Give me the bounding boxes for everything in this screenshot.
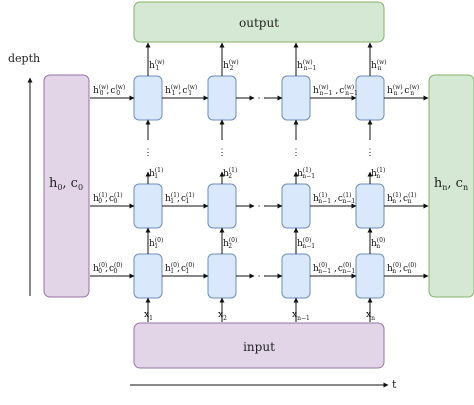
state-label: h(0)n−1,c(0)n−1 [313,262,355,275]
lstm-cell [281,183,311,229]
hidden-label: h(1)n [371,167,385,180]
lstm-cell [207,183,237,229]
depth-ellipsis: ⋮ [366,148,375,158]
depth-axis-label: depth [8,52,40,65]
time-ellipsis: · · · [252,272,266,282]
hidden-label: h(0)1 [149,237,163,250]
hidden-label: h(1)2 [223,167,237,180]
lstm-cell [133,253,163,299]
time-axis-label: t [392,378,397,391]
depth-axis: depth [8,52,40,296]
final-state-label: hn, cn [434,176,468,192]
lstm-cell [355,253,385,299]
depth-ellipsis: ⋮ [144,148,153,158]
input-label: input [243,340,275,354]
state-label: h(1)1,c(1)1 [165,192,195,205]
state-label: h(0)n,c(0)n [387,262,417,275]
state-label: h(w)n,c(w)n [387,84,419,97]
init-state-label: h(1)0,c(1)0 [93,192,123,205]
lstm-cell [355,183,385,229]
hidden-label: h(1)1 [149,167,163,180]
state-label: h(1)n−1,c(1)n−1 [313,192,355,205]
lstm-cell [207,253,237,299]
output-label: output [239,16,279,30]
time-ellipsis: · · · [252,94,266,104]
lstm-cell [355,75,385,121]
lstm-cell [133,183,163,229]
input-block: input [133,322,385,369]
time-ellipsis: · · · [252,202,266,212]
hidden-label: h(0)n−1 [297,237,315,250]
input-token-label: x1 [144,310,153,322]
state-label: h(1)n,c(1)n [387,192,417,205]
initial-state-label: h0, c0 [49,176,83,192]
state-label: h(0)1,c(0)1 [165,262,195,275]
state-label: h(w)n−1,c(w)n−1 [313,84,358,97]
init-state-label: h(w)0,c(w)0 [93,84,125,97]
init-state-label: h(0)0,c(0)0 [93,262,123,275]
time-axis: t [130,378,397,391]
lstm-cell [281,75,311,121]
lstm-cell [281,253,311,299]
hidden-label: h(w)1 [149,59,165,72]
lstm-cell-grid: h(0)0,c(0)0 h(0)1,c(0)1 · · · h(0)n−1,c(0)n… [90,42,429,322]
input-token-label: xn [366,310,375,322]
hidden-label: h(0)2 [223,237,237,250]
input-token-label: xn−1 [292,310,310,322]
depth-ellipsis: ⋮ [218,148,227,158]
hidden-label: h(1)n−1 [297,167,315,180]
initial-state-block: h0, c0 [43,74,90,298]
depth-ellipsis: ⋮ [292,148,301,158]
hidden-label: h(0)n [371,237,385,250]
lstm-cell [207,75,237,121]
hidden-label: h(w)n [371,59,387,72]
lstm-cell [133,75,163,121]
hidden-label: h(w)2 [223,59,239,72]
output-block: output [133,1,385,43]
state-label: h(w)1,c(w)1 [165,84,197,97]
final-state-block: hn, cn [428,74,474,298]
input-token-label: x2 [218,310,227,322]
hidden-label: h(w)n−1 [297,59,316,72]
